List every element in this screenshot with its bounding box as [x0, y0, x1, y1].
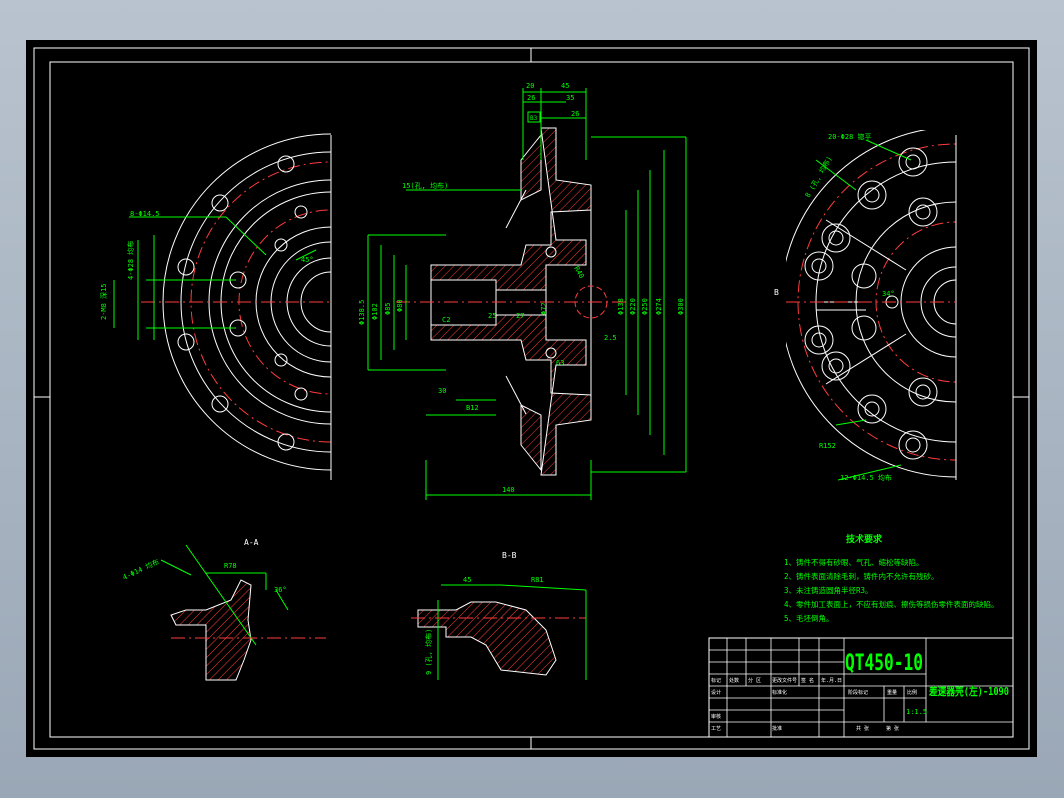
tb-shenhe: 审核: [711, 713, 721, 720]
section-a-a: A-A 4-Φ14 均布 R78 36°: [121, 538, 326, 681]
tb-fenqu: 分 区: [748, 677, 761, 684]
section-bb-title: B-B: [502, 551, 517, 560]
dim-d80: Φ80: [396, 299, 404, 312]
dim-r81: R81: [531, 576, 544, 584]
tb-gongzhang: 共 张: [856, 725, 869, 732]
section-b-b: B-B 45 R81 9 (孔, 均布): [411, 551, 587, 680]
tb-gengai: 更改文件号: [772, 677, 797, 684]
dim-25: 25: [488, 312, 496, 320]
tech-item-4: 4、零件加工表面上，不应有划痕、擦伤等损伤零件表面的缺陷。: [784, 599, 999, 609]
tb-jieduan: 阶段标记: [848, 689, 868, 696]
label-8-holes: 8-Φ14.5: [130, 210, 160, 218]
dim-r78: R78: [224, 562, 237, 570]
tech-item-2: 2、铸件表面清除毛刺，铸件内不允许有残砂。: [784, 571, 939, 581]
label-9-holes: 9 (孔, 均布): [424, 629, 433, 675]
tb-chushu: 处数: [729, 677, 739, 684]
dim-r40: R40: [572, 265, 585, 280]
material-label: QT450-10: [845, 651, 923, 676]
tb-pizhun: 批准: [772, 725, 782, 732]
datum-b3: B3: [530, 115, 538, 122]
section-mark-b: B: [774, 288, 779, 297]
tb-biaoji: 标记: [711, 677, 721, 684]
dim-26: 26: [527, 94, 535, 102]
tech-heading: 技术要求: [846, 533, 883, 545]
dim-45-bb: 45: [463, 576, 471, 584]
dim-d138r: Φ138: [617, 298, 625, 315]
drawing-sheet: 8-Φ14.5 2-M8 深15 4-Φ28 均布 45°: [26, 40, 1037, 757]
tb-sheji: 设计: [711, 689, 721, 696]
dim-2-5: 2.5: [604, 334, 617, 342]
section-aa-title: A-A: [244, 538, 259, 547]
dim-r152: R152: [819, 442, 836, 450]
dim-63: 63: [556, 359, 564, 367]
label-20-holes: 20-Φ28 锪平: [828, 132, 872, 141]
dim-35: 35: [566, 94, 574, 102]
label-12-holes: 12-Φ14.5 均布: [840, 473, 892, 482]
dim-d274: Φ274: [655, 298, 663, 315]
center-section-view: 20 45 26 35 26 B3 15(孔, 均布) Φ138.5 Φ102 …: [358, 82, 687, 500]
dim-140: 140: [502, 486, 515, 494]
tb-bili: 比例: [907, 689, 917, 696]
dim-27: 27: [516, 312, 524, 320]
tb-date: 年.月.日: [821, 677, 842, 684]
tech-item-5: 5、毛坯倒角。: [784, 613, 834, 623]
dim-d220: Φ220: [629, 298, 637, 315]
part-name-label: 差速器壳(左)-1090: [929, 684, 1009, 698]
dim-30: 30: [438, 387, 446, 395]
dim-b12: B12: [466, 404, 479, 412]
centering-marks: [34, 48, 1029, 749]
dim-45: 45: [561, 82, 569, 90]
title-block: QT450-10 差速器壳(左)-1090 1:1.5 标记 处数 分 区 更改…: [708, 637, 1014, 738]
tb-gongyi: 工艺: [711, 726, 721, 732]
tb-zhongliang: 重量: [887, 689, 897, 696]
label-45deg: 45°: [301, 256, 314, 264]
dim-c2: C2: [442, 316, 450, 324]
label-4-holes: 4-Φ28 均布: [126, 241, 135, 280]
dim-d250: Φ250: [641, 298, 649, 315]
dim-d72: Φ72: [540, 302, 548, 315]
dim-34deg: 34°: [882, 290, 895, 298]
tb-dizhang: 第 张: [886, 725, 899, 732]
dim-d300: Φ300: [677, 298, 685, 315]
label-15-holes: 15(孔, 均布): [402, 181, 448, 190]
cad-drawing-canvas: 8-Φ14.5 2-M8 深15 4-Φ28 均布 45°: [33, 47, 1030, 750]
tb-biaozhunhua: 标准化: [772, 689, 787, 696]
dim-d85: Φ85: [384, 302, 392, 315]
right-end-view: 20-Φ28 锪平 12-Φ14.5 均布 R152 8 (孔, 均布) B 3…: [774, 130, 957, 482]
tech-item-1: 1、铸件不得有砂眼、气孔、缩松等缺陷。: [784, 557, 924, 567]
left-end-view: 8-Φ14.5 2-M8 深15 4-Φ28 均布 45°: [99, 133, 332, 480]
technical-requirements: 技术要求 1、铸件不得有砂眼、气孔、缩松等缺陷。 2、铸件表面清除毛刺，铸件内不…: [784, 533, 999, 623]
label-2-m8: 2-M8 深15: [99, 283, 108, 320]
tb-qianming: 签 名: [801, 677, 814, 684]
scale-label: 1:1.5: [906, 708, 927, 716]
dim-36deg: 36°: [274, 586, 287, 594]
dim-20: 20: [526, 82, 534, 90]
label-4-holes-aa: 4-Φ14 均布: [121, 557, 160, 582]
dim-26b: 26: [571, 110, 579, 118]
dim-d138: Φ138.5: [358, 300, 366, 325]
label-8-holes-r: 8 (孔, 均布): [803, 154, 834, 199]
tech-item-3: 3、未注铸造圆角半径R3。: [784, 585, 873, 595]
dim-d102: Φ102: [371, 303, 379, 320]
